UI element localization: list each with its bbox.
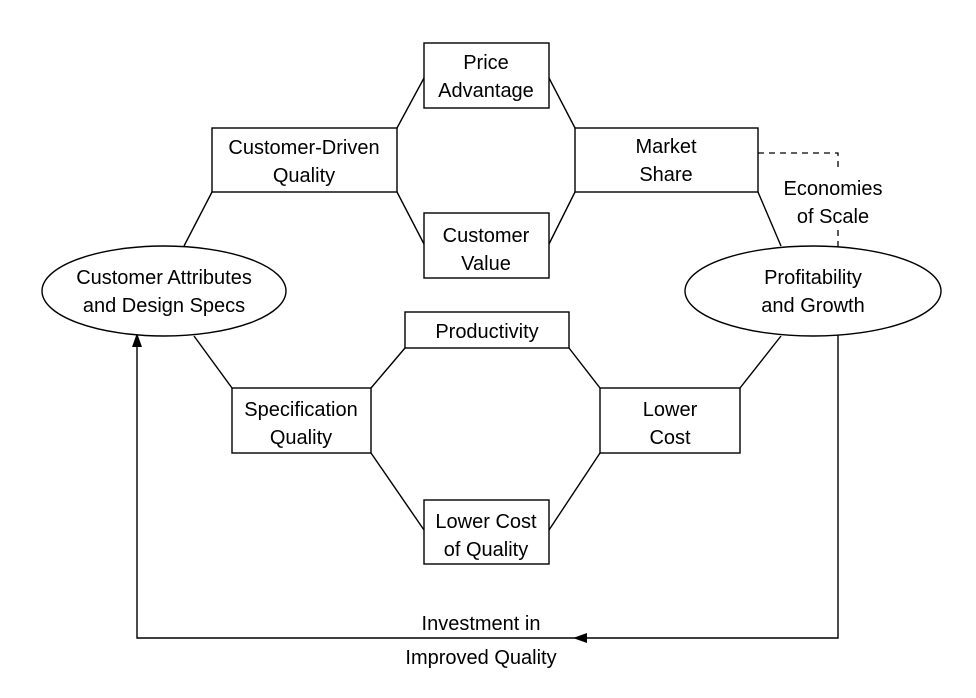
investment-feedback-loop — [132, 333, 839, 643]
economies-of-scale-dashed-line — [758, 152, 839, 170]
node-lower-cost-of-quality-line2: of Quality — [444, 539, 528, 561]
feedback-path — [136, 334, 839, 639]
node-customer-driven-quality: Customer-Driven Quality — [211, 127, 398, 193]
edge-value-to-market — [548, 191, 576, 245]
arrow-up-icon — [132, 333, 142, 347]
node-market-share-line2: Share — [639, 164, 692, 186]
label-investment-in-improved-quality: Investment in Improved Quality — [405, 613, 556, 669]
connector-lines — [183, 77, 782, 531]
edge-market-to-profitability — [757, 191, 782, 247]
node-customer-attributes-line1: Customer Attributes — [76, 267, 252, 289]
edge-specification-to-cost-of-quality — [370, 452, 425, 531]
node-profitability-growth-line1: Profitability — [764, 267, 862, 289]
edge-attributes-to-specification — [193, 335, 233, 389]
node-lower-cost-line1: Lower — [643, 399, 698, 421]
edge-price-to-market — [548, 77, 576, 129]
node-lower-cost-of-quality: Lower Cost of Quality — [423, 499, 550, 565]
node-profitability-growth-line2: and Growth — [761, 295, 864, 317]
node-profitability-growth: Profitability and Growth — [684, 245, 942, 337]
node-customer-attributes-line2: and Design Specs — [83, 295, 245, 317]
node-market-share-line1: Market — [635, 136, 697, 158]
node-customer-driven-quality-line1: Customer-Driven — [228, 137, 379, 159]
label-economies-of-scale-line1: Economies — [784, 178, 883, 200]
node-customer-value-line2: Value — [461, 253, 511, 275]
node-productivity: Productivity — [404, 311, 570, 349]
node-specification-quality: Specification Quality — [231, 387, 372, 454]
node-price-advantage-line2: Advantage — [438, 80, 534, 102]
edge-customer-driven-to-price — [396, 77, 425, 129]
node-lower-cost-line2: Cost — [649, 427, 691, 449]
node-price-advantage: Price Advantage — [423, 42, 550, 109]
node-customer-value: Customer Value — [423, 212, 550, 279]
node-specification-quality-line2: Quality — [270, 427, 332, 449]
node-specification-quality-line1: Specification — [244, 399, 357, 421]
node-price-advantage-line1: Price — [463, 52, 509, 74]
arrow-left-icon — [573, 633, 587, 643]
edge-customer-driven-to-value — [396, 191, 425, 245]
node-lower-cost: Lower Cost — [599, 387, 741, 454]
label-economies-of-scale-line2: of Scale — [797, 206, 869, 228]
label-economies-of-scale: Economies of Scale — [784, 178, 883, 228]
node-market-share: Market Share — [574, 127, 759, 193]
edge-lower-cost-to-profitability — [739, 335, 782, 389]
node-customer-value-line1: Customer — [443, 225, 530, 247]
edge-specification-to-productivity — [370, 347, 406, 389]
edge-productivity-to-lower-cost — [568, 347, 601, 389]
node-customer-attributes: Customer Attributes and Design Specs — [41, 245, 287, 337]
label-investment-line1: Investment in — [422, 613, 541, 635]
node-customer-driven-quality-line2: Quality — [273, 165, 335, 187]
node-lower-cost-of-quality-line1: Lower Cost — [435, 511, 537, 533]
edge-cost-of-quality-to-lower-cost — [548, 452, 601, 531]
edge-attributes-to-customer-driven — [183, 191, 213, 247]
label-investment-line2: Improved Quality — [405, 647, 556, 669]
node-productivity-line1: Productivity — [435, 321, 538, 343]
